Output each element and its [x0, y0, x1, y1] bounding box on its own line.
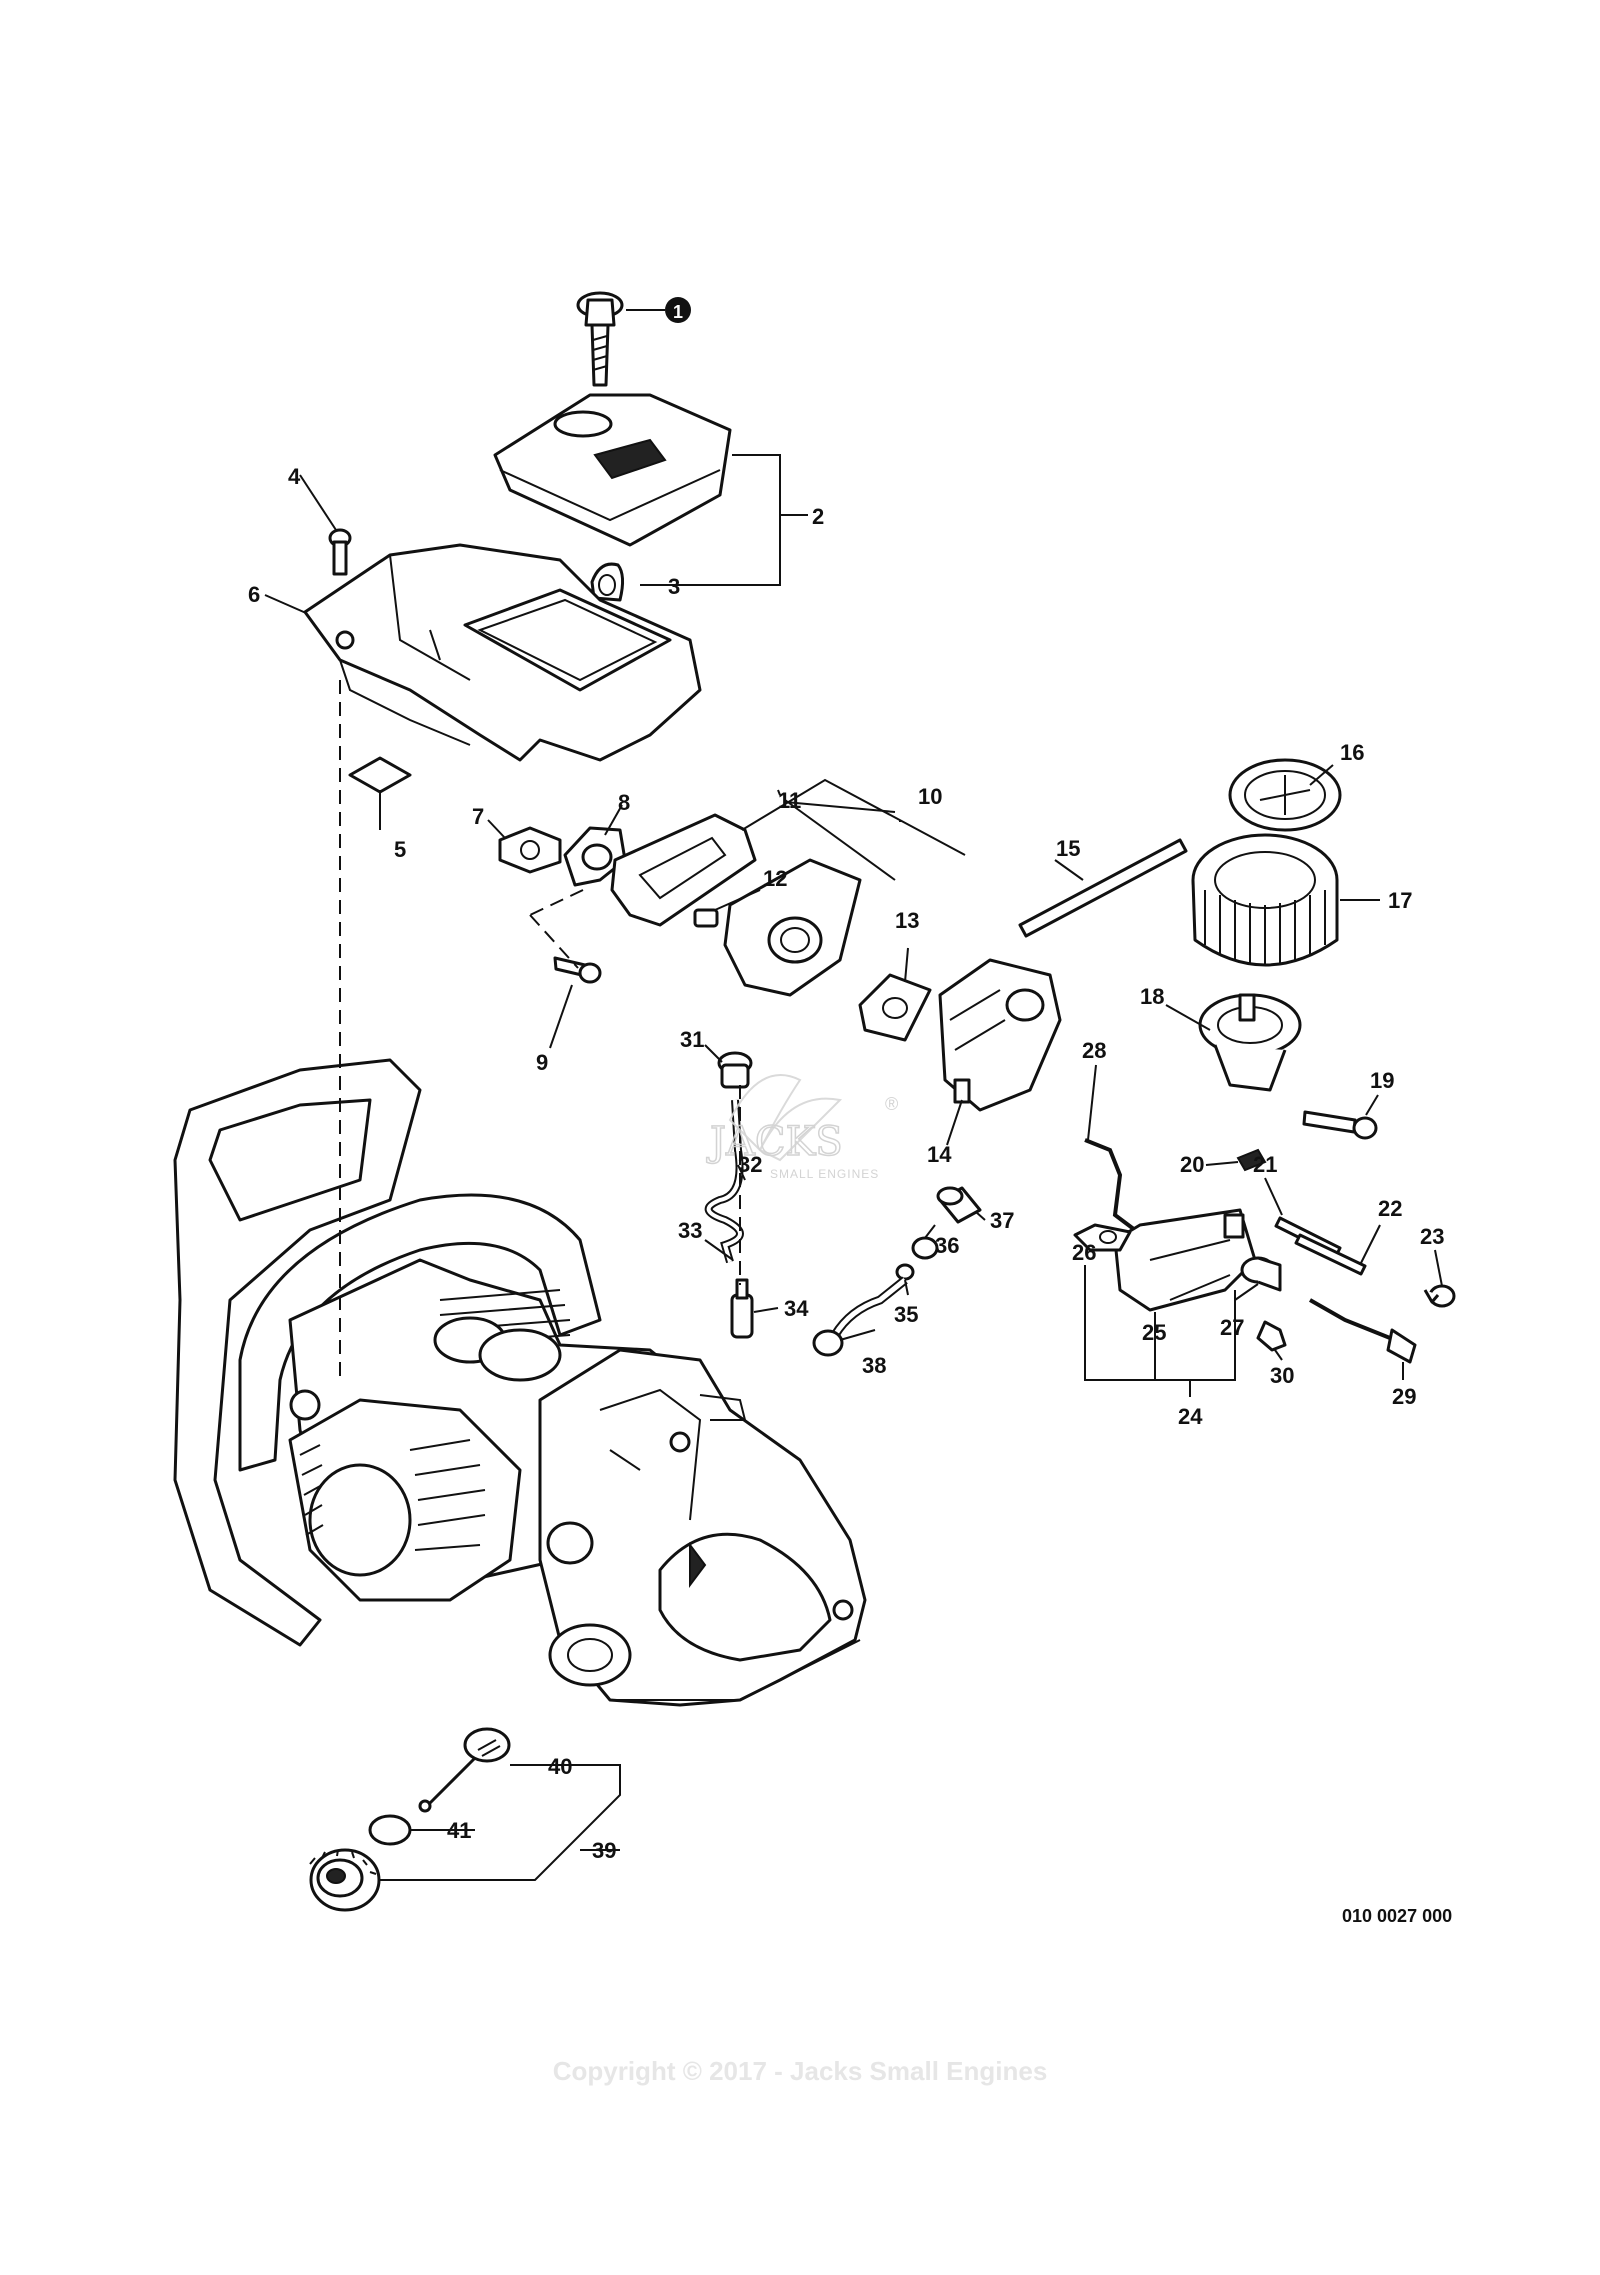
copyright-notice: Copyright © 2017 - Jacks Small Engines: [553, 2056, 1048, 2086]
part-2-cover: [493, 393, 732, 547]
part-26-clip: [1073, 1223, 1132, 1252]
part-14-carburetor: [938, 958, 1062, 1112]
part-6-top-housing: [303, 543, 702, 762]
callout-20: 20: [1180, 1152, 1204, 1177]
callout-18: 18: [1140, 984, 1164, 1009]
callout-25: 25: [1142, 1320, 1166, 1345]
watermark-brand: JACKS: [706, 1119, 843, 1165]
part-4-screw: [328, 528, 352, 576]
watermark-registered: ®: [885, 1094, 898, 1114]
callout-1: 1: [673, 302, 683, 322]
part-20-grommet: [1236, 1148, 1267, 1172]
callout-41: 41: [447, 1818, 471, 1843]
callout-4: 4: [288, 464, 301, 489]
callout-26: 26: [1072, 1240, 1096, 1265]
part-24-handle-assembly: [1113, 1208, 1257, 1312]
part-38-oil-hose: [812, 1276, 908, 1357]
callout-5: 5: [394, 837, 406, 862]
callout-13: 13: [895, 908, 919, 933]
callout-33: 33: [678, 1218, 702, 1243]
callout-22: 22: [1378, 1196, 1402, 1221]
part-39-fuel-cap: [309, 1848, 381, 1912]
callout-9: 9: [536, 1050, 548, 1075]
callout-34: 34: [784, 1296, 809, 1321]
part-5-label: [348, 756, 412, 794]
part-23-switch: [1423, 1284, 1456, 1308]
alignment-lines: [339, 680, 741, 1380]
part-12-nut: [693, 908, 719, 928]
callout-32: 32: [738, 1152, 762, 1177]
part-11-gasket-frame: [610, 813, 757, 927]
callout-23: 23: [1420, 1224, 1444, 1249]
part-19-bolt: [1302, 1110, 1378, 1140]
callout-27: 27: [1220, 1315, 1244, 1340]
part-15-rod: [1018, 838, 1188, 938]
part-7-gasket: [498, 826, 562, 874]
callout-8: 8: [618, 790, 630, 815]
part-40-fuel-pickup: [418, 1727, 511, 1813]
part-29-choke-rod: [1309, 1298, 1417, 1364]
part-9-bolt: [553, 956, 602, 984]
part-16-filter-cover: [1228, 758, 1342, 832]
callout-30: 30: [1270, 1363, 1294, 1388]
part-17-air-filter: [1191, 833, 1339, 967]
callout-29: 29: [1392, 1384, 1416, 1409]
part-37-fitting: [936, 1186, 982, 1224]
part-18-filter-base: [1198, 993, 1302, 1092]
part-10-intake-plate: [723, 858, 862, 997]
part-28-throttle-rod: [1084, 1138, 1147, 1240]
callout-1-marker: [665, 297, 691, 323]
callout-17: 17: [1388, 888, 1412, 913]
callout-15: 15: [1056, 836, 1080, 861]
part-31-cap: [717, 1051, 753, 1089]
part-32-fuel-hose: [704, 1099, 744, 1264]
part-3-grommet: [590, 562, 625, 602]
part-41-o-ring: [368, 1814, 412, 1846]
part-30-spark-plug: [1256, 1320, 1287, 1352]
part-34-fuel-filter: [730, 1278, 754, 1339]
callout-21: 21: [1253, 1152, 1277, 1177]
callout-14: 14: [927, 1142, 952, 1167]
callout-40: 40: [548, 1754, 572, 1779]
callout-2: 2: [812, 504, 824, 529]
watermark-tagline: SMALL ENGINES: [770, 1167, 879, 1181]
callout-28: 28: [1082, 1038, 1106, 1063]
part-27-bushing: [1240, 1256, 1282, 1292]
part-36-fitting: [911, 1236, 939, 1260]
callout-16: 16: [1340, 740, 1364, 765]
callout-11: 11: [778, 788, 801, 813]
callout-31: 31: [680, 1027, 704, 1052]
watermark-leaf-icon: [728, 1074, 843, 1162]
callout-38: 38: [862, 1353, 886, 1378]
callout-10: 10: [918, 784, 942, 809]
callout-39: 39: [592, 1838, 616, 1863]
callout-36: 36: [935, 1233, 959, 1258]
callout-24: 24: [1178, 1404, 1203, 1429]
callout-3: 3: [668, 574, 680, 599]
part-13-gasket: [858, 973, 932, 1042]
leader-lines: [264, 309, 1443, 1881]
callout-35: 35: [894, 1302, 918, 1327]
callout-7: 7: [472, 804, 484, 829]
document-number: 010 0027 000: [1342, 1906, 1452, 1926]
part-1-knob-screw: [576, 291, 624, 387]
callout-labels: 1 2 3 4 5 6 7 8 9 10 11 12 13 14 15 16 1…: [248, 297, 1444, 1863]
callout-12: 12: [763, 866, 787, 891]
callout-37: 37: [990, 1208, 1014, 1233]
callout-19: 19: [1370, 1068, 1394, 1093]
part-21-22-pins: [1274, 1216, 1367, 1276]
watermark: JACKS SMALL ENGINES ®: [705, 1074, 898, 1181]
part-35-ring: [895, 1263, 915, 1281]
callout-6: 6: [248, 582, 260, 607]
chainsaw-body: [173, 1058, 867, 1707]
